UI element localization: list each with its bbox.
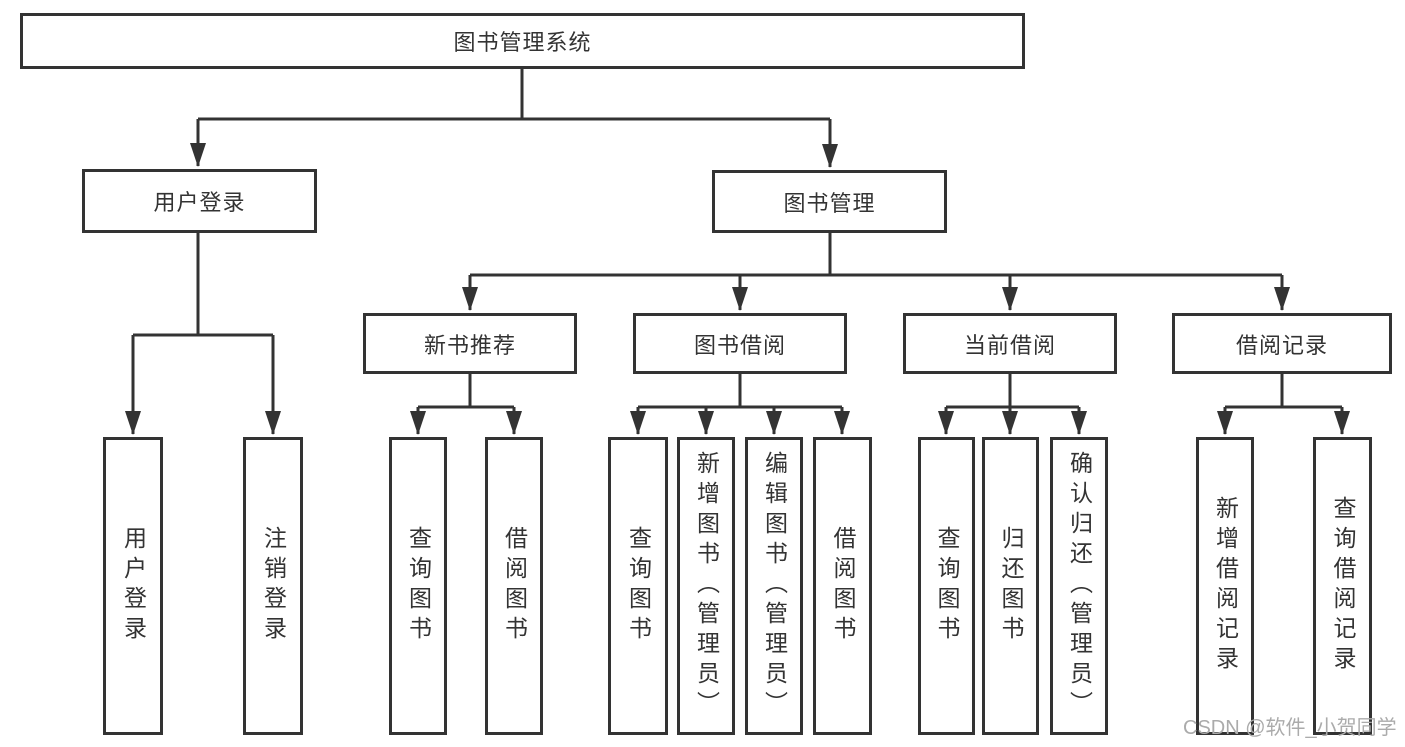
leaf-edit-books-admin: 编辑图书（管理员） xyxy=(745,437,803,735)
leaf-add-books-admin: 新增图书（管理员） xyxy=(677,437,735,735)
leaf-label: 查询图书 xyxy=(625,526,652,646)
node-label: 新书推荐 xyxy=(423,332,516,358)
node-label: 当前借阅 xyxy=(963,332,1056,358)
leaf-label: 确认归还（管理员） xyxy=(1066,451,1093,721)
leaf-label: 归还图书 xyxy=(998,526,1024,646)
node-label: 借阅记录 xyxy=(1235,332,1328,358)
leaf-label: 编辑图书（管理员） xyxy=(761,451,788,721)
leaf-label: 查询图书 xyxy=(405,526,432,646)
leaf-label: 新增图书（管理员） xyxy=(693,451,720,721)
node-new-book-recommend: 新书推荐 xyxy=(363,313,577,374)
node-book-management: 图书管理 xyxy=(712,170,947,233)
node-current-borrow: 当前借阅 xyxy=(903,313,1117,374)
node-user-login: 用户登录 xyxy=(82,169,317,233)
node-label: 用户登录 xyxy=(153,190,246,215)
leaf-label: 借阅图书 xyxy=(830,526,856,646)
leaf-return-books: 归还图书 xyxy=(982,437,1039,735)
node-borrow-records: 借阅记录 xyxy=(1172,313,1392,374)
leaf-borrow-books: 借阅图书 xyxy=(485,437,543,735)
leaf-label: 新增借阅记录 xyxy=(1212,496,1239,676)
leaf-confirm-return-admin: 确认归还（管理员） xyxy=(1050,437,1108,735)
leaf-label: 用户登录 xyxy=(120,526,147,646)
leaf-user-login: 用户登录 xyxy=(103,437,163,735)
leaf-query-books: 查询图书 xyxy=(389,437,447,735)
leaf-borrow-books: 借阅图书 xyxy=(813,437,872,735)
leaf-label: 查询借阅记录 xyxy=(1330,496,1356,676)
leaf-query-books: 查询图书 xyxy=(918,437,975,735)
node-label: 图书管理系统 xyxy=(453,30,592,55)
leaf-query-books: 查询图书 xyxy=(608,437,668,735)
leaf-label: 注销登录 xyxy=(260,526,287,646)
node-label: 图书借阅 xyxy=(693,332,786,358)
leaf-add-borrow-record: 新增借阅记录 xyxy=(1196,437,1254,735)
leaf-label: 借阅图书 xyxy=(501,526,528,646)
leaf-logout: 注销登录 xyxy=(243,437,303,735)
leaf-query-borrow-record: 查询借阅记录 xyxy=(1313,437,1372,735)
csdn-watermark: CSDN @软件_小贺同学 xyxy=(1183,717,1397,739)
node-label: 图书管理 xyxy=(783,190,876,216)
node-book-borrow: 图书借阅 xyxy=(633,313,847,374)
leaf-label: 查询图书 xyxy=(934,526,960,646)
node-library-management-system: 图书管理系统 xyxy=(20,13,1025,69)
